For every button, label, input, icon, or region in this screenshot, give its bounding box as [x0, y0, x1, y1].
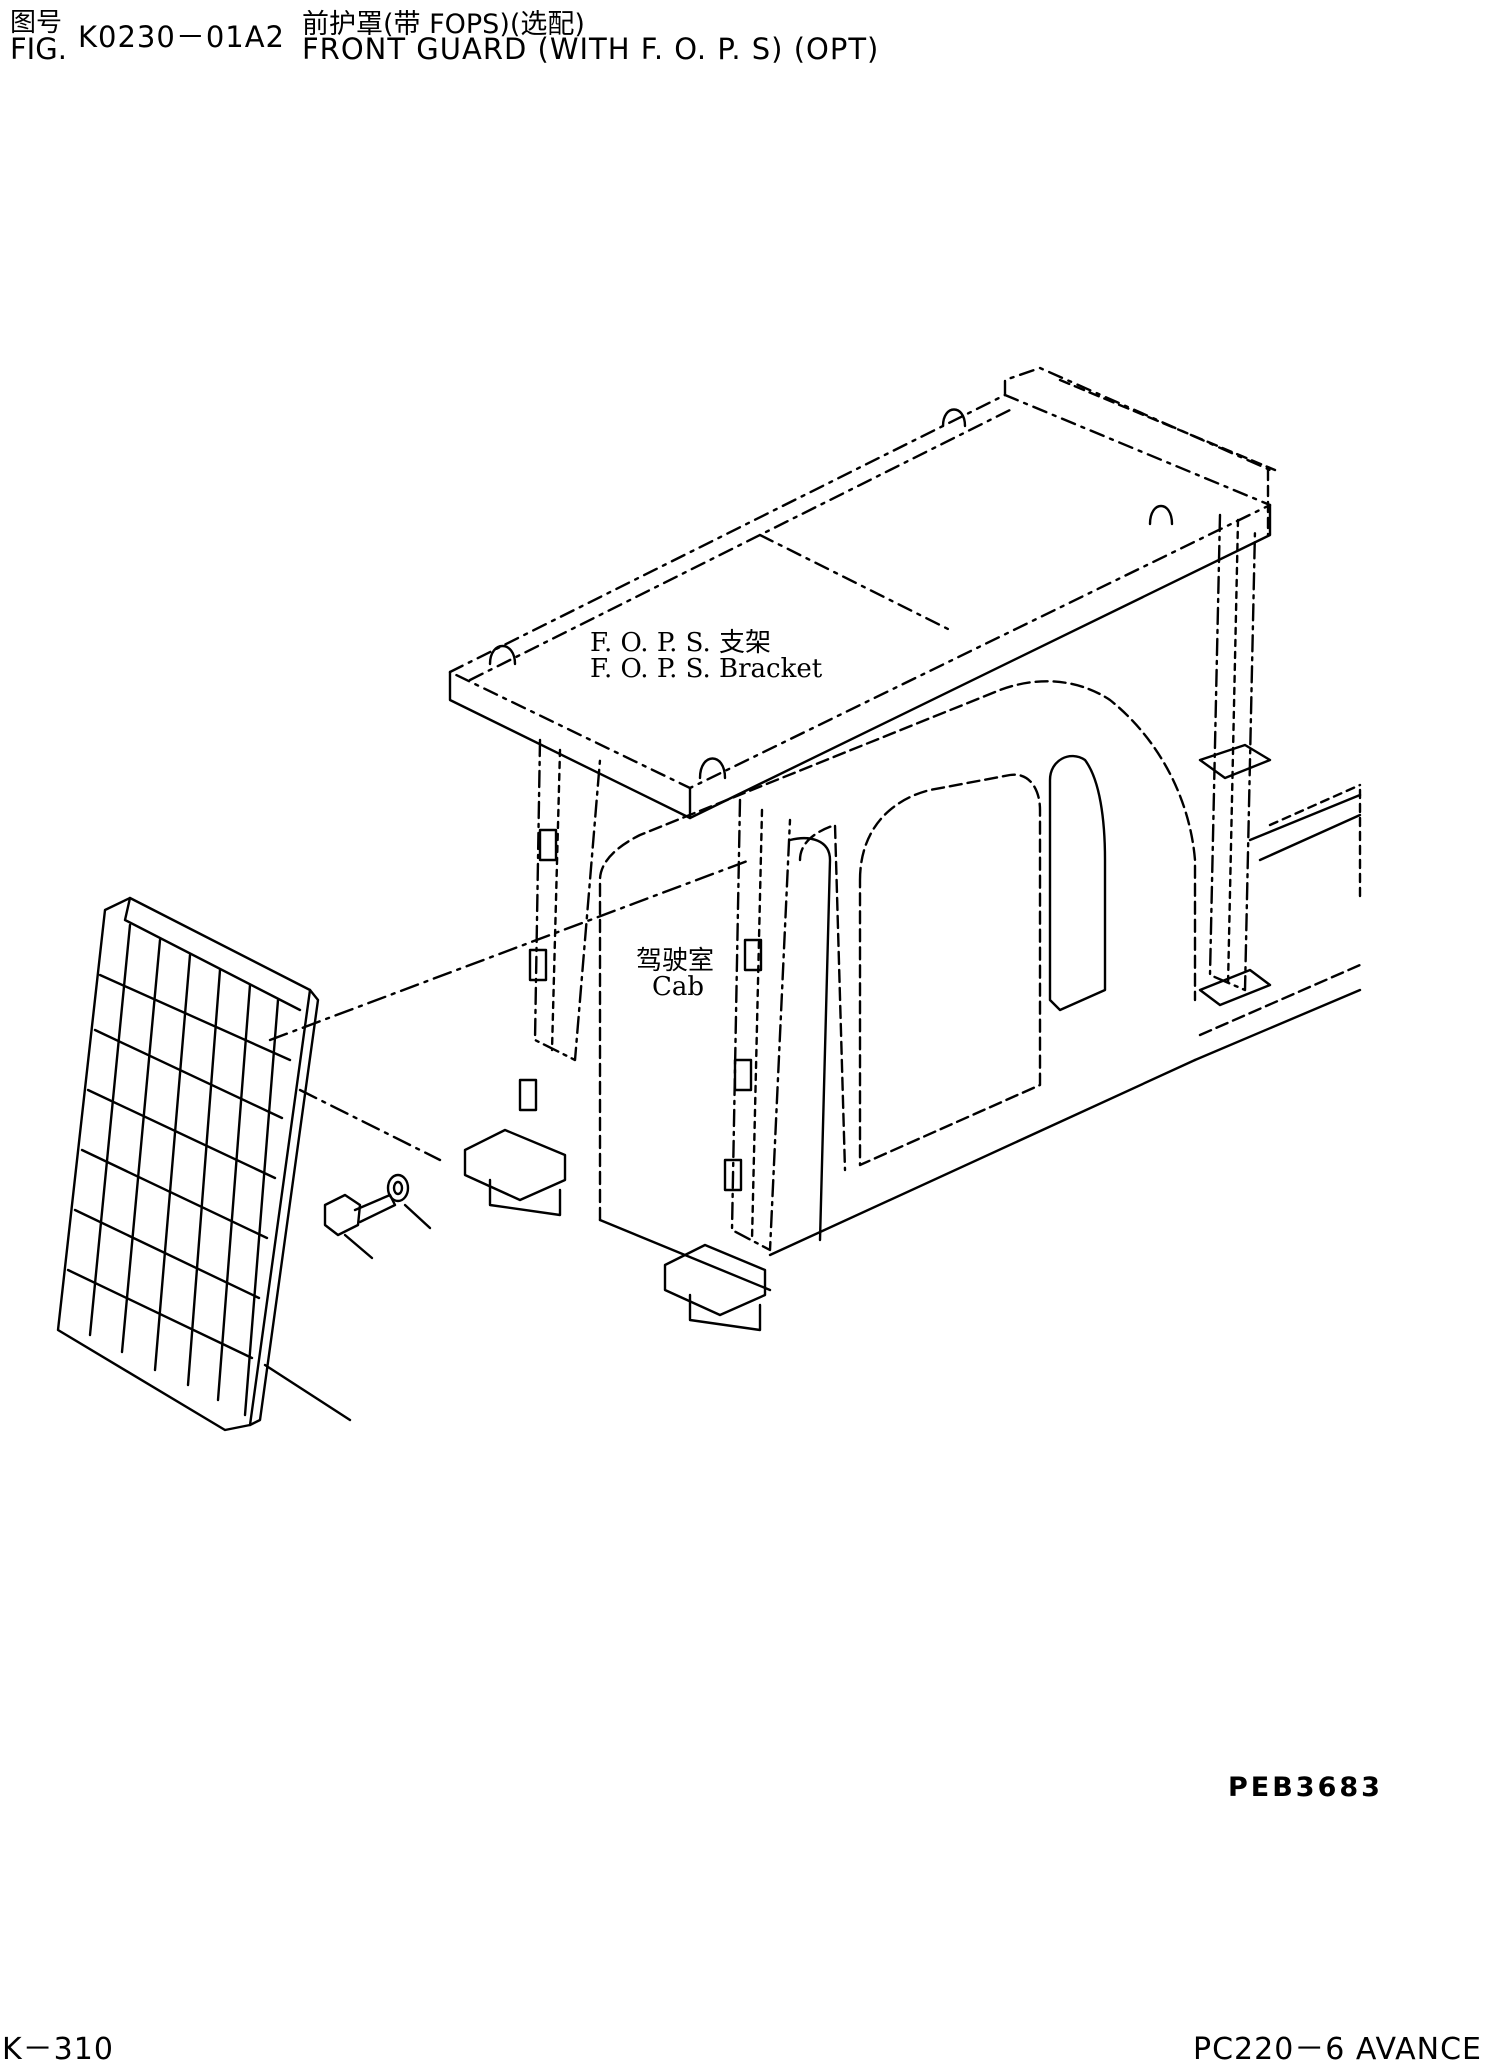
model-name: PC220－6 AVANCE [1193, 2032, 1482, 2067]
fops-bracket-label-cn: F. O. P. S. 支架 [590, 628, 772, 658]
figure-label: FIG. [10, 32, 67, 66]
fops-posts [463, 513, 1272, 1332]
front-guard [56, 858, 752, 1432]
cab-label-en: Cab [652, 972, 705, 1002]
bolt-and-washer [263, 1173, 432, 1422]
page-number: K－310 [2, 2032, 114, 2067]
title-cn: 前护罩(带 FOPS)(选配) [302, 9, 585, 40]
title-en: FRONT GUARD (WITH F. O. P. S) (OPT) [302, 32, 880, 66]
figure-number: K0230－01A2 [78, 20, 286, 54]
fops-bracket-label-en: F. O. P. S. Bracket [590, 654, 823, 684]
drawing-reference: PEB3683 [1228, 1772, 1383, 1803]
figure-label-cn: 图号 [10, 8, 63, 38]
cab-label-cn: 驾驶室 [636, 946, 715, 976]
fops-bracket [448, 366, 1277, 820]
cab-outline [598, 680, 1362, 1292]
